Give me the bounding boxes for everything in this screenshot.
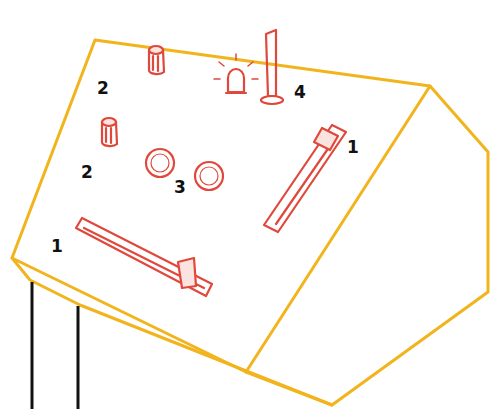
callout-number: 4 bbox=[294, 84, 306, 101]
joystick bbox=[261, 30, 283, 104]
callout-number: 2 bbox=[81, 164, 93, 181]
controls bbox=[76, 30, 346, 296]
legs bbox=[32, 282, 78, 409]
top-face bbox=[12, 40, 430, 372]
callout-number: 1 bbox=[51, 238, 63, 255]
indicator-lamp bbox=[214, 54, 258, 93]
push-button bbox=[146, 149, 174, 177]
push-button-face bbox=[200, 167, 218, 185]
callout-number: 2 bbox=[97, 80, 109, 97]
slider-track bbox=[264, 125, 346, 232]
callout-number: 3 bbox=[174, 179, 186, 196]
side-face bbox=[246, 86, 488, 405]
housing bbox=[12, 40, 488, 405]
leg bbox=[31, 282, 34, 409]
slider-knob bbox=[178, 258, 196, 288]
rotary-knob bbox=[102, 118, 117, 146]
slider-knob bbox=[314, 128, 338, 150]
push-button-face bbox=[151, 154, 169, 172]
bottom-edge bbox=[12, 258, 332, 405]
slider-slot bbox=[276, 140, 334, 224]
rotary-knob bbox=[149, 46, 164, 74]
slider-track bbox=[76, 218, 212, 296]
slider-slot bbox=[84, 228, 204, 288]
callout-number: 1 bbox=[347, 139, 359, 156]
leg bbox=[77, 306, 80, 409]
push-button bbox=[195, 162, 223, 190]
